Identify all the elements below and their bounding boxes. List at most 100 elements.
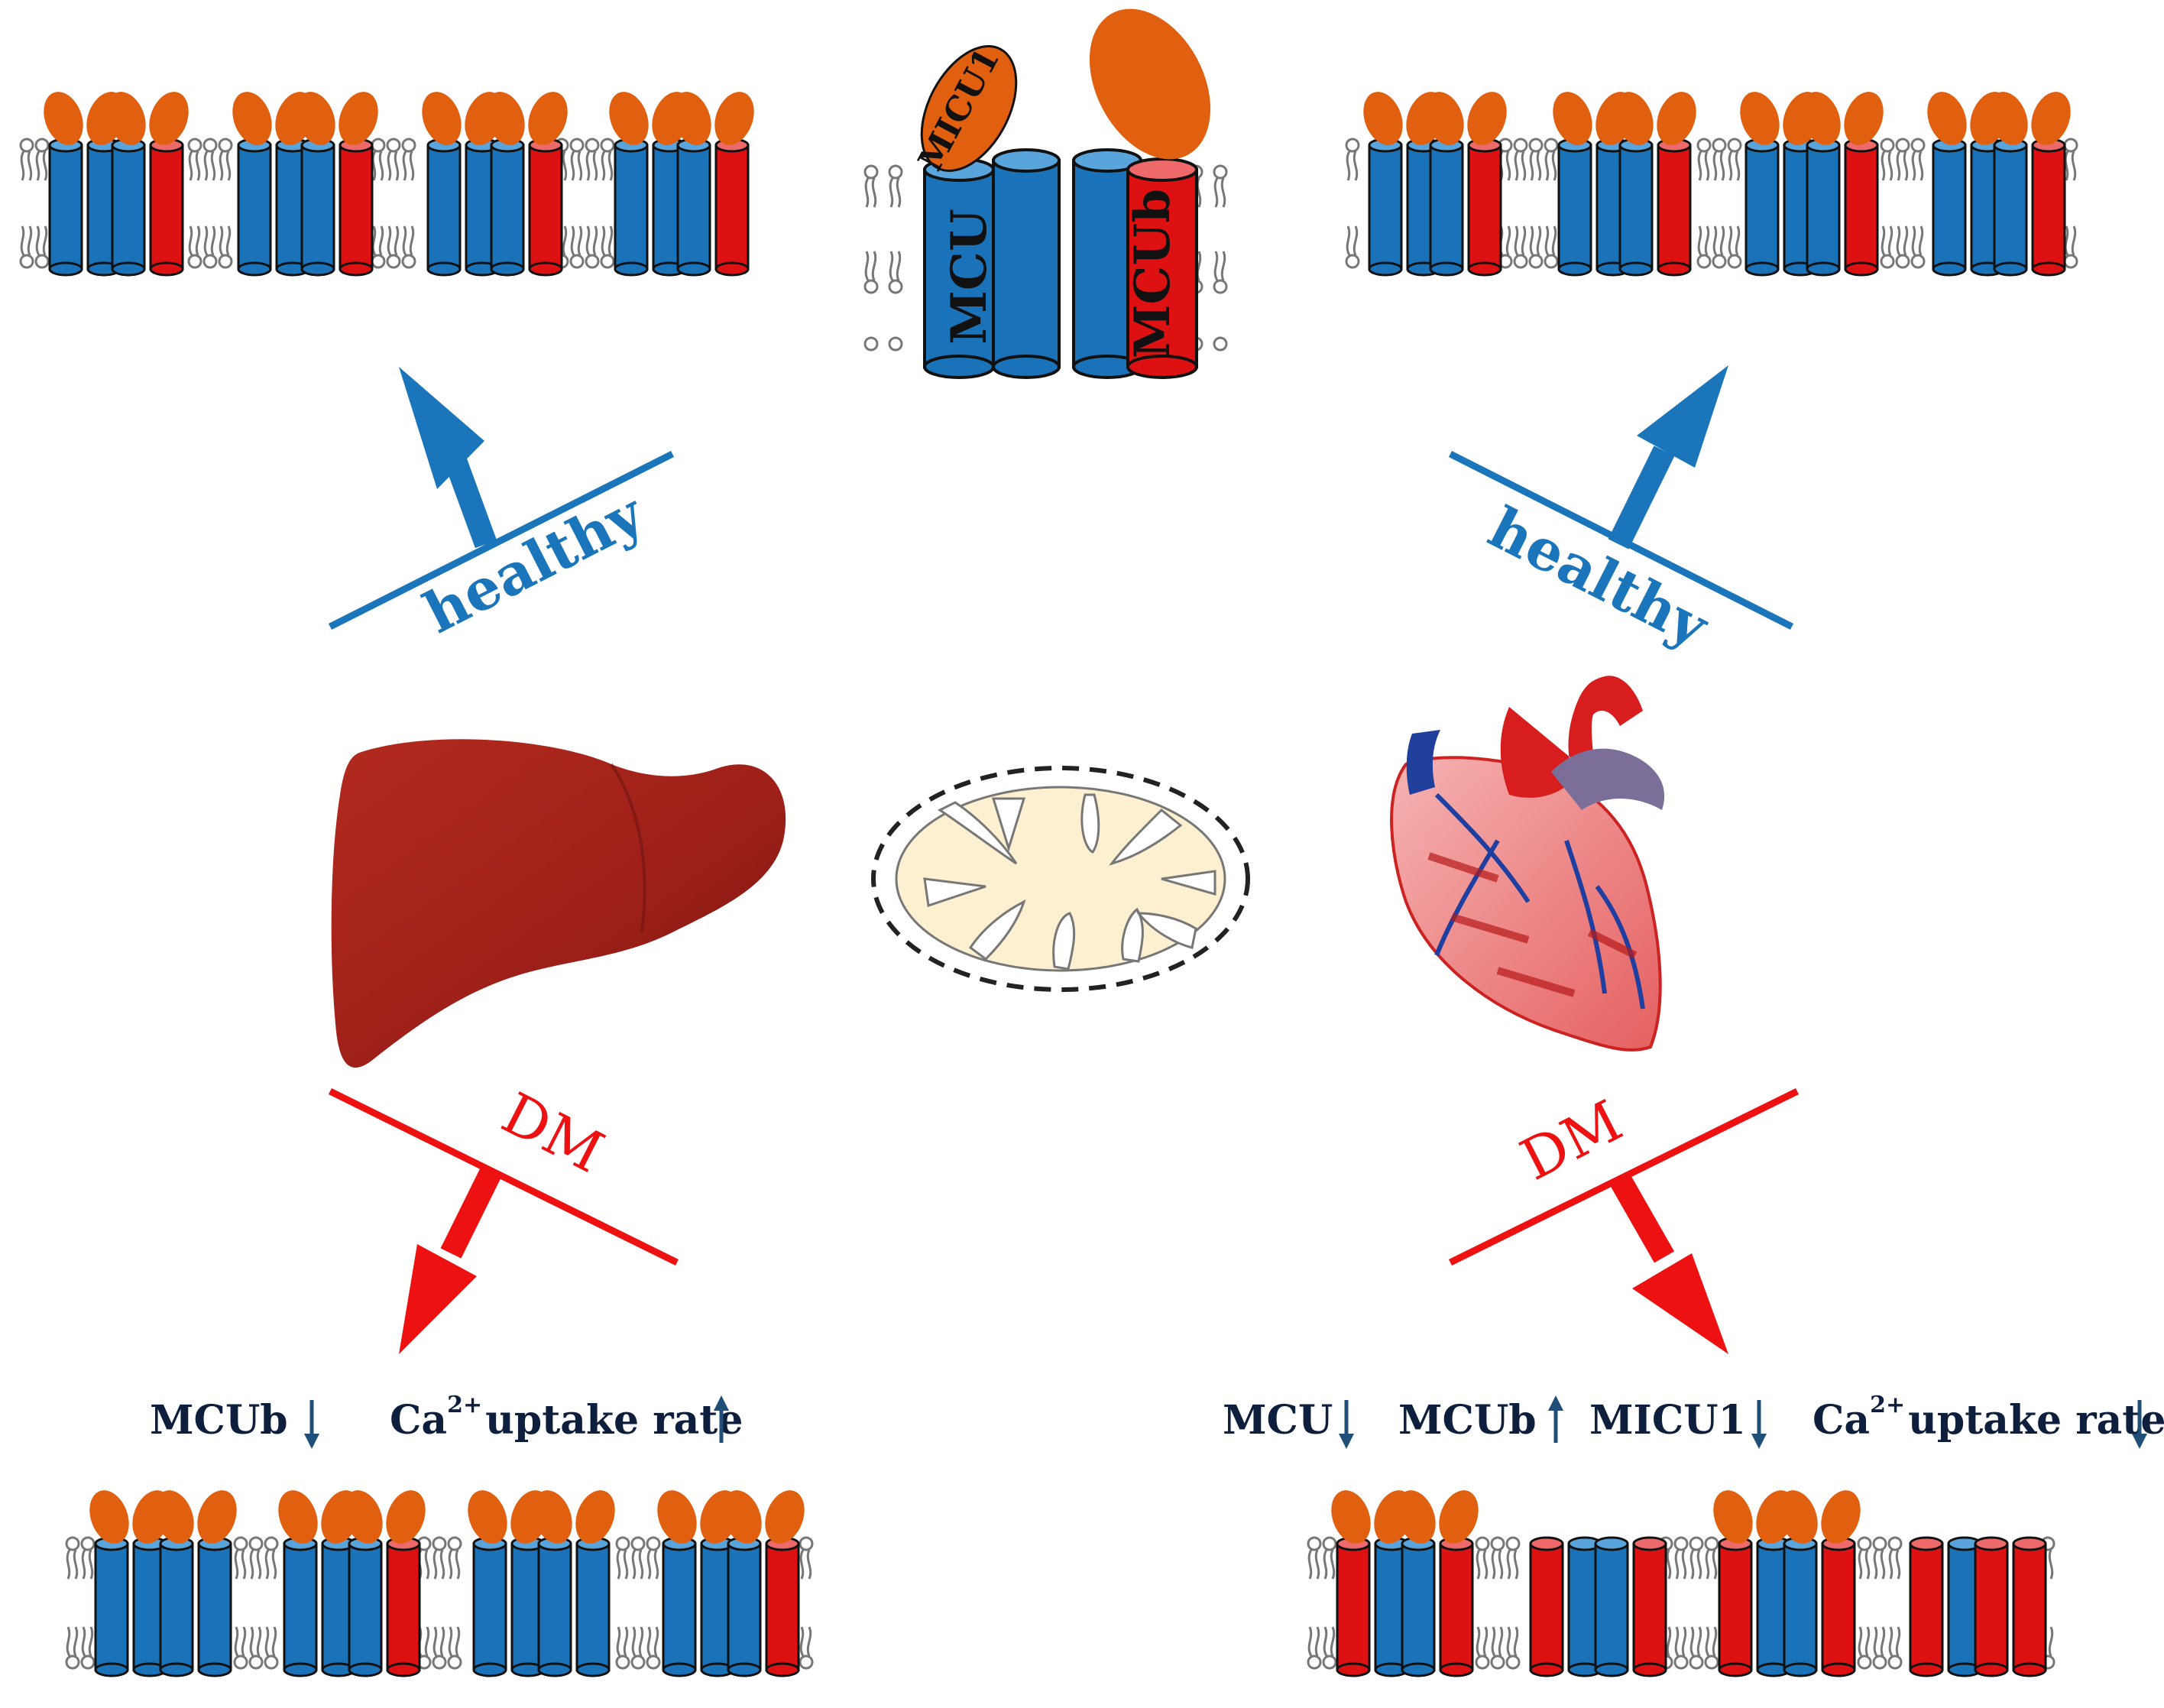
mcu-subunit — [348, 1536, 383, 1677]
mcub-subunit — [1657, 138, 1692, 277]
micu1-subunit — [422, 92, 462, 145]
dm-arrow-down-left-icon — [399, 1244, 477, 1354]
arrow-down-icon — [1339, 1400, 1354, 1449]
mcu-subunit — [575, 1536, 611, 1677]
micu1-subunit — [672, 92, 711, 145]
micu1-subunit — [657, 1490, 697, 1544]
micu1-subunit — [1363, 92, 1403, 145]
mcu-subunit — [1429, 138, 1464, 277]
mcu-subunit — [662, 1536, 697, 1677]
mcub-subunit — [1844, 138, 1879, 277]
membrane-dm-heart — [1307, 1490, 2055, 1677]
mcu-subunit — [111, 138, 146, 277]
liver-change-mcub: MCUb — [150, 1397, 288, 1444]
micu1-subunit — [1553, 92, 1592, 145]
mcu-subunit — [676, 138, 711, 277]
mcub-subunit — [1632, 1536, 1667, 1677]
micu1-subunit — [765, 1490, 805, 1544]
mcu-subunit — [614, 138, 649, 277]
dm-arrow-down-right-icon — [1632, 1253, 1728, 1354]
mcu-subunit — [490, 138, 525, 277]
mcub-subunit — [1821, 1536, 1856, 1677]
mcu-subunit — [1783, 1536, 1818, 1677]
mcub-subunit — [1467, 138, 1502, 277]
healthy-bar-liver — [328, 450, 675, 630]
micu1-subunit — [485, 92, 525, 145]
membrane-dm-liver — [65, 1490, 814, 1677]
mcub-subunit — [2012, 1536, 2047, 1677]
mcu-subunit — [1993, 138, 2028, 277]
dm-branch-liver: DM — [329, 1081, 679, 1354]
mcub-subunit — [1909, 1536, 1944, 1677]
mcu-subunit-large — [923, 148, 1061, 379]
liver-icon — [331, 739, 786, 1068]
micu1-subunit — [1424, 92, 1464, 145]
micu1-subunit — [533, 1490, 572, 1544]
mcub-subunit — [714, 138, 750, 277]
heart-change-micu1: MICU1 — [1589, 1397, 1746, 1444]
micu1-subunit — [1614, 92, 1654, 145]
mcub-subunit — [339, 138, 374, 277]
micu1-subunit — [197, 1490, 237, 1544]
micu1-subunit — [386, 1490, 426, 1544]
micu1-subunit — [339, 92, 378, 145]
liver-change-ca: Ca2+uptake rate — [390, 1392, 743, 1444]
mcub-subunit — [1439, 1536, 1474, 1677]
micu1-subunit — [1439, 1490, 1479, 1544]
micu1-subunit — [106, 92, 146, 145]
micu1-subunit — [1740, 92, 1780, 145]
arrow-down-icon — [304, 1400, 319, 1449]
mcu-subunit — [1594, 1536, 1629, 1677]
arrow-up-icon — [714, 1395, 729, 1443]
mcu-subunit — [1557, 138, 1592, 277]
micu1-subunit — [575, 1490, 615, 1544]
mcu-subunit — [1401, 1536, 1436, 1677]
membrane-healthy-liver — [19, 92, 754, 277]
heart-change-mcub: MCUb — [1398, 1397, 1537, 1444]
mcub-pair-large — [1072, 148, 1198, 379]
micu1-subunit-large-right — [1089, 8, 1211, 160]
mcu-subunit — [727, 1536, 762, 1677]
micu1-subunit — [609, 92, 649, 145]
micu1-subunit — [343, 1490, 383, 1544]
mcu-subunit — [1806, 138, 1841, 277]
mcub-subunit — [1336, 1536, 1371, 1677]
healthy-branch-liver: healthy — [328, 367, 675, 647]
micu1-subunit — [1396, 1490, 1436, 1544]
micu1-subunit — [1988, 92, 2028, 145]
healthy-arrow-up-left-icon — [399, 367, 484, 489]
dm-bar-liver — [329, 1087, 679, 1266]
center-channel-illustration: MCU MCUb MICU1 — [863, 8, 1228, 379]
heart-change-mcu: MCU — [1223, 1397, 1333, 1444]
mcu-subunit — [1932, 138, 1967, 277]
arrow-down-icon — [2132, 1400, 2147, 1449]
mcu-subunit — [472, 1536, 507, 1677]
mcu-subunit — [300, 138, 335, 277]
mcub-subunit — [765, 1536, 800, 1677]
micu1-subunit — [722, 1490, 762, 1544]
mcu-subunit — [426, 138, 462, 277]
heart-change-ca: Ca2+uptake rate — [1813, 1392, 2164, 1444]
micu1-subunit — [1778, 1490, 1818, 1544]
mcu-subunit — [48, 138, 83, 277]
mcu-subunit — [159, 1536, 194, 1677]
micu1-subunit — [1657, 92, 1696, 145]
mcu-subunit — [283, 1536, 318, 1677]
micu1-subunit — [296, 92, 335, 145]
mcub-subunit — [528, 138, 563, 277]
micu1-subunit — [1927, 92, 1967, 145]
mcu-subunit — [197, 1536, 232, 1677]
micu1-subunit — [44, 92, 83, 145]
heart-dm-changes: MCU MCUb MICU1 Ca2+uptake rate — [1223, 1392, 2164, 1449]
mcub-subunit — [1529, 1536, 1564, 1677]
micu1-subunit — [714, 92, 754, 145]
micu1-subunit — [232, 92, 272, 145]
micu1-subunit-large — [920, 45, 1018, 172]
dm-label-heart: DM — [1511, 1088, 1632, 1194]
mcu-label: MCU — [941, 209, 998, 345]
mcub-subunit — [149, 138, 184, 277]
mitochondrion-icon — [871, 766, 1250, 992]
membrane-healthy-heart — [1345, 92, 2078, 277]
healthy-label-heart: healthy — [1479, 495, 1719, 661]
